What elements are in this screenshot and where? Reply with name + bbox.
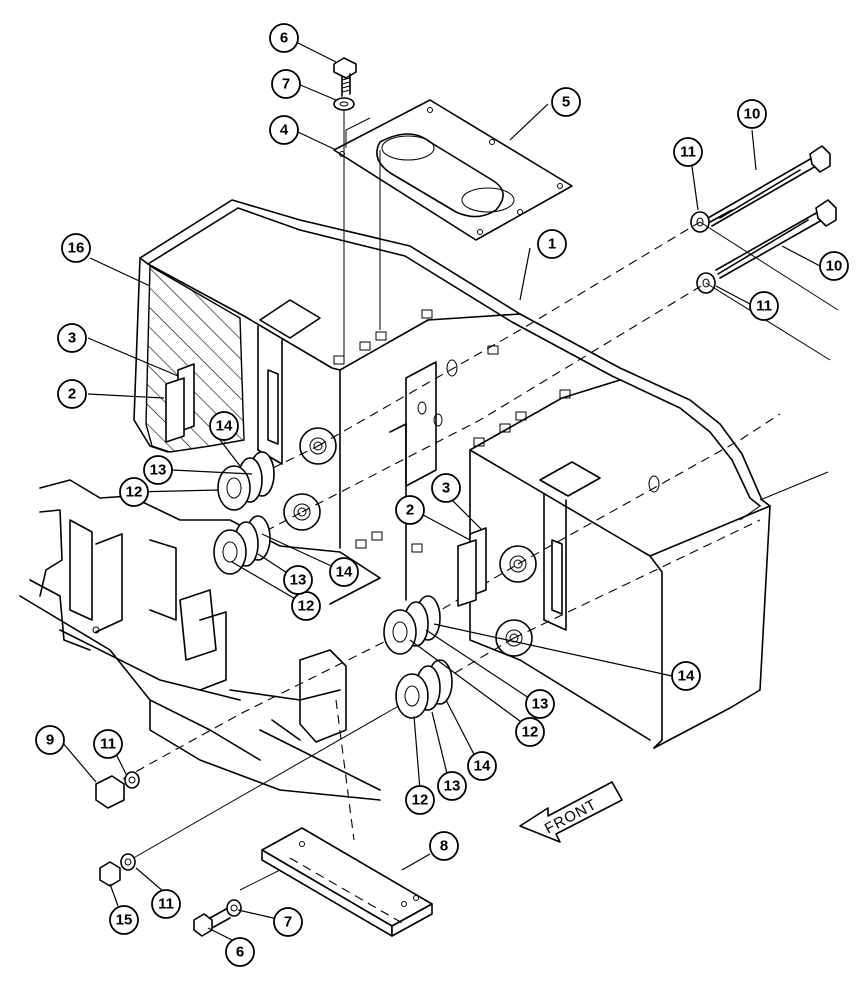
callout-5: 5	[551, 87, 581, 117]
callout-13d: 13	[437, 771, 467, 801]
svg-text:2: 2	[68, 386, 76, 403]
svg-text:15: 15	[116, 912, 133, 929]
top-cover-plate	[333, 99, 573, 241]
callout-11a: 11	[673, 137, 703, 167]
shim-pair-left	[165, 363, 195, 443]
cap-screw-top	[333, 57, 357, 111]
svg-text:10: 10	[744, 106, 761, 123]
svg-text:3: 3	[68, 330, 76, 347]
spacer-set-lower-right	[395, 659, 453, 719]
nut-bottom-left	[99, 853, 136, 887]
svg-text:6: 6	[236, 944, 244, 961]
callout-14b: 14	[329, 557, 359, 587]
svg-text:11: 11	[756, 298, 772, 315]
callout-6b: 6	[225, 937, 255, 967]
callout-13a: 13	[143, 455, 173, 485]
callout-7a: 7	[271, 69, 301, 99]
svg-text:11: 11	[680, 144, 696, 161]
callout-8: 8	[429, 831, 459, 861]
svg-text:11: 11	[158, 896, 174, 913]
svg-text:1: 1	[548, 236, 556, 253]
spacer-set-lower-left	[213, 515, 271, 575]
callout-12b: 12	[291, 591, 321, 621]
callout-9: 9	[35, 725, 65, 755]
svg-text:9: 9	[46, 732, 54, 749]
callout-7b: 7	[273, 907, 303, 937]
mounting-bracket	[261, 827, 433, 937]
callout-3b: 3	[431, 473, 461, 503]
callout-12d: 12	[405, 785, 435, 815]
svg-text:2: 2	[406, 502, 414, 519]
callout-12a: 12	[119, 477, 149, 507]
svg-text:14: 14	[336, 564, 353, 581]
svg-text:13: 13	[444, 778, 461, 795]
svg-text:14: 14	[678, 668, 695, 685]
callout-4: 4	[269, 115, 299, 145]
svg-text:14: 14	[216, 418, 233, 435]
svg-text:12: 12	[298, 598, 315, 615]
callout-11b: 11	[749, 291, 779, 321]
callout-6a: 6	[269, 23, 299, 53]
shim-pair-right	[457, 527, 487, 607]
svg-text:13: 13	[290, 572, 307, 589]
callout-14c: 14	[671, 661, 701, 691]
front-direction-arrow: FRONT	[519, 781, 623, 843]
callout-14a: 14	[209, 411, 239, 441]
spacer-set-upper-right	[383, 595, 441, 655]
nut-lower-left	[95, 771, 140, 809]
svg-text:13: 13	[150, 462, 167, 479]
callout-12c: 12	[515, 717, 545, 747]
frame-section	[19, 479, 381, 801]
callout-2b: 2	[395, 495, 425, 525]
callout-11d: 11	[151, 889, 181, 919]
callout-16: 16	[61, 233, 91, 263]
svg-text:7: 7	[282, 76, 290, 93]
spacer-set-upper-left	[217, 451, 275, 511]
svg-text:3: 3	[442, 480, 450, 497]
svg-text:5: 5	[562, 94, 570, 111]
callout-1: 1	[537, 229, 567, 259]
callout-2a: 2	[57, 379, 87, 409]
cap-screw-bottom	[193, 899, 242, 937]
svg-text:11: 11	[100, 736, 116, 753]
svg-text:12: 12	[126, 484, 143, 501]
long-bolt-upper	[707, 145, 831, 227]
svg-text:6: 6	[280, 30, 288, 47]
callout-14d: 14	[467, 751, 497, 781]
svg-text:10: 10	[826, 258, 843, 275]
callout-13c: 13	[525, 689, 555, 719]
callout-13b: 13	[283, 565, 313, 595]
callout-11c: 11	[93, 729, 123, 759]
svg-text:12: 12	[412, 792, 429, 809]
svg-text:12: 12	[522, 724, 539, 741]
callout-10a: 10	[737, 99, 767, 129]
svg-text:13: 13	[532, 696, 549, 713]
callout-3a: 3	[57, 323, 87, 353]
callout-15: 15	[109, 905, 139, 935]
long-bolt-lower	[715, 199, 837, 279]
callout-leaders	[61, 39, 821, 945]
svg-text:16: 16	[68, 240, 85, 257]
callout-10b: 10	[819, 251, 849, 281]
svg-text:4: 4	[280, 122, 289, 139]
svg-text:8: 8	[440, 838, 448, 855]
svg-text:14: 14	[474, 758, 491, 775]
svg-text:7: 7	[284, 914, 292, 931]
